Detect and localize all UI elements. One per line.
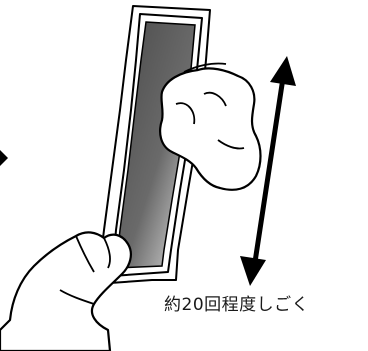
- hand-lower-icon: [0, 231, 132, 351]
- left-arrow-partial-icon: [0, 150, 8, 166]
- hand-upper-icon: [159, 62, 262, 191]
- instruction-caption: 約20回程度しごく: [164, 295, 310, 315]
- double-headed-arrow-icon: [240, 56, 296, 286]
